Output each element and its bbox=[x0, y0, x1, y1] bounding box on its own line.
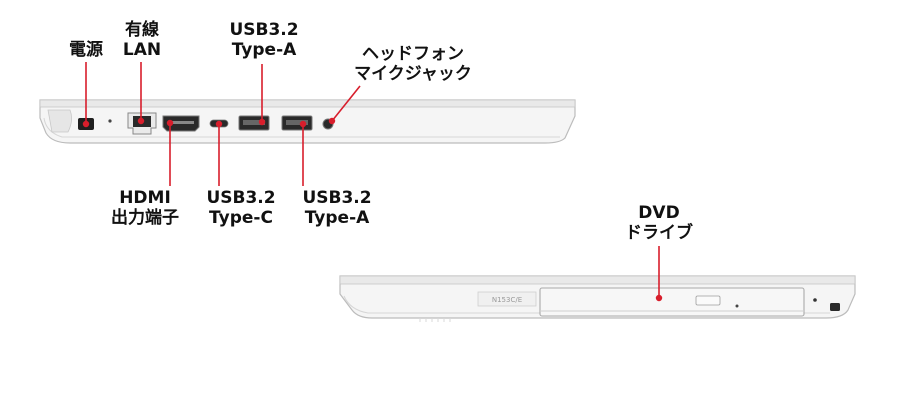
laptop-right-side bbox=[339, 275, 856, 322]
dvd-drive bbox=[539, 287, 805, 317]
security-lock-slot bbox=[830, 303, 840, 311]
power-label: 電源 bbox=[69, 40, 103, 60]
model-plate bbox=[477, 291, 537, 307]
model-plate-text: N153C/E bbox=[492, 296, 522, 304]
indicator-light bbox=[108, 119, 112, 123]
indicator-light-right bbox=[813, 298, 817, 302]
headphone-label: ヘッドフォンマイクジャック bbox=[354, 44, 472, 84]
laptop-left-side bbox=[39, 99, 576, 144]
headphone-leader bbox=[331, 85, 361, 122]
dvd-eject-button bbox=[695, 295, 721, 306]
